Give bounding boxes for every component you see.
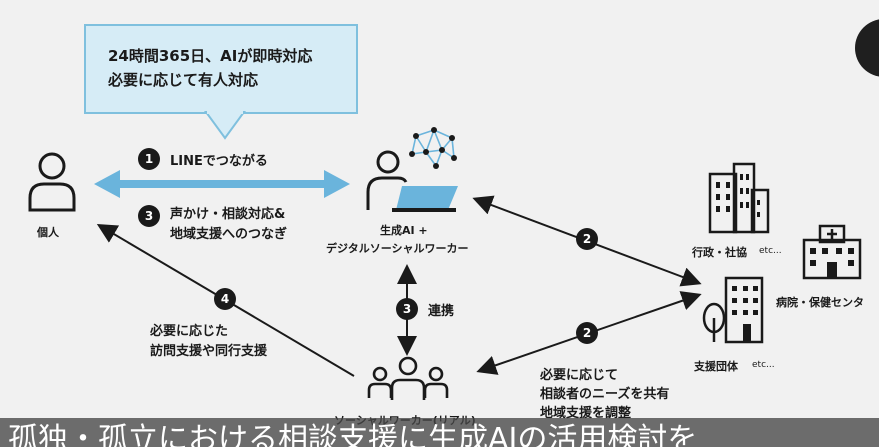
support-group-label: 支援団体 bbox=[694, 360, 738, 373]
buildings-icon bbox=[708, 162, 770, 234]
person-icon bbox=[28, 152, 76, 212]
group-icon bbox=[367, 356, 449, 400]
step-3-line-2: 地域支援へのつなぎ bbox=[170, 227, 288, 242]
subtitle-bar: 孤独・孤立における相談支援に生成AIの活用検討を bbox=[0, 418, 879, 447]
callout-pointer bbox=[204, 110, 246, 140]
step-2b-label: 必要に応じて 相談者のニーズを共有 地域支援を調整 bbox=[540, 366, 669, 423]
step-2a-badge: 2 bbox=[576, 228, 598, 250]
step-2b-badge: 2 bbox=[576, 322, 598, 344]
admin-label: 行政・社協 bbox=[692, 246, 747, 259]
step-4-line-1: 必要に応じた bbox=[150, 324, 229, 339]
step-2b-line-1: 必要に応じて bbox=[540, 368, 619, 383]
step-1-badge: 1 bbox=[138, 148, 160, 170]
ai-worker-label-1: 生成AI + bbox=[380, 224, 428, 237]
subtitle-text: 孤独・孤立における相談支援に生成AIの活用検討を bbox=[8, 422, 698, 447]
step-1-label: LINEでつながる bbox=[170, 154, 268, 169]
step-3-badge: 3 bbox=[138, 205, 160, 227]
individual-label: 個人 bbox=[37, 226, 59, 239]
office-building-icon bbox=[702, 276, 764, 344]
callout-text: 24時間365日、AIが即時対応 必要に応じて有人対応 bbox=[108, 44, 312, 92]
ai-worker-label-2: デジタルソーシャルワーカー bbox=[326, 242, 469, 255]
laptop-icon bbox=[366, 150, 458, 212]
step-3-line-1: 声かけ・相談対応& bbox=[170, 207, 286, 222]
step-4-line-2: 訪問支援や同行支援 bbox=[150, 344, 268, 359]
callout-box bbox=[84, 24, 358, 114]
step-3b-badge: 3 bbox=[396, 298, 418, 320]
step-4-label: 必要に応じた 訪問支援や同行支援 bbox=[150, 322, 267, 362]
callout-line-2: 必要に応じて有人対応 bbox=[108, 71, 259, 89]
step-3-label: 声かけ・相談対応& 地域支援へのつなぎ bbox=[170, 205, 287, 245]
step-2b-line-2: 相談者のニーズを共有 bbox=[540, 387, 670, 402]
line-connection-arrow bbox=[94, 170, 350, 198]
hospital-label: 病院・保健センタ bbox=[776, 296, 864, 309]
network-icon bbox=[409, 127, 457, 169]
admin-etc-label: etc... bbox=[759, 246, 782, 256]
callout-line-1: 24時間365日、AIが即時対応 bbox=[108, 47, 313, 65]
step-3b-label: 連携 bbox=[428, 304, 455, 319]
support-etc-label: etc... bbox=[752, 360, 775, 370]
hospital-icon bbox=[802, 224, 862, 280]
step-4-badge: 4 bbox=[214, 288, 236, 310]
step-2b-line-3: 地域支援を調整 bbox=[540, 406, 632, 421]
